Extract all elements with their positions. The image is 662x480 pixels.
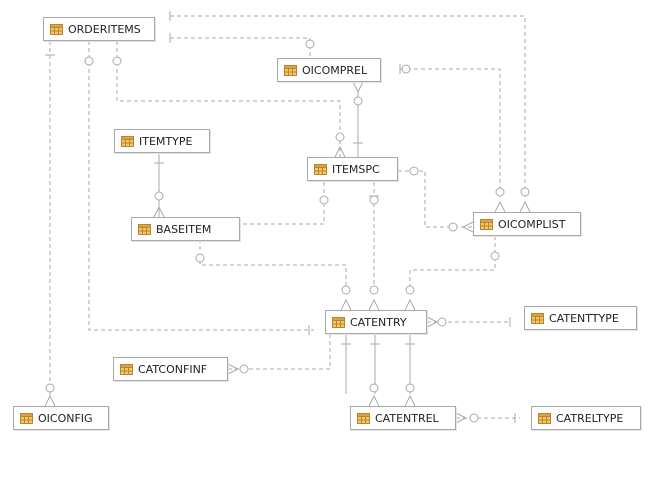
entity-name: OICOMPLIST xyxy=(498,217,566,231)
entity-name: OICONFIG xyxy=(38,411,93,425)
entity-name: CATENTREL xyxy=(375,411,439,425)
database-table-icon xyxy=(531,312,544,324)
entity-itemtype[interactable]: ITEMTYPE xyxy=(114,129,210,153)
entity-name: ITEMTYPE xyxy=(139,134,193,148)
database-table-icon xyxy=(20,412,33,424)
entity-orderitems[interactable]: ORDERITEMS xyxy=(43,17,155,41)
database-table-icon xyxy=(314,163,327,175)
entity-name: CATENTRY xyxy=(350,315,407,329)
database-table-icon xyxy=(120,363,133,375)
entity-name: CATRELTYPE xyxy=(556,411,624,425)
database-table-icon xyxy=(138,223,151,235)
entity-oiconfig[interactable]: OICONFIG xyxy=(13,406,109,430)
database-table-icon xyxy=(538,412,551,424)
cardinality-zero-circles xyxy=(45,39,530,423)
database-table-icon xyxy=(480,218,493,230)
database-table-icon xyxy=(332,316,345,328)
cardinality-many-crowsfeet xyxy=(44,81,531,424)
entity-catentrel[interactable]: CATENTREL xyxy=(350,406,456,430)
entity-baseitem[interactable]: BASEITEM xyxy=(131,217,240,241)
entity-itemspc[interactable]: ITEMSPC xyxy=(307,157,398,181)
entity-name: OICOMPREL xyxy=(302,63,368,77)
entity-catconfinf[interactable]: CATCONFINF xyxy=(113,357,228,381)
cardinality-one-bars xyxy=(45,11,516,423)
entity-name: ORDERITEMS xyxy=(68,22,141,36)
database-table-icon xyxy=(50,23,63,35)
database-table-icon xyxy=(284,64,297,76)
entity-name: BASEITEM xyxy=(156,222,212,236)
database-table-icon xyxy=(121,135,134,147)
entity-name: ITEMSPC xyxy=(332,162,380,176)
entity-catreltype[interactable]: CATRELTYPE xyxy=(531,406,641,430)
entity-catenttype[interactable]: CATENTTYPE xyxy=(524,306,637,330)
entity-oicomprel[interactable]: OICOMPREL xyxy=(277,58,381,82)
entity-name: CATENTTYPE xyxy=(549,311,619,325)
entity-oicomplist[interactable]: OICOMPLIST xyxy=(473,212,581,236)
entity-catentry[interactable]: CATENTRY xyxy=(325,310,427,334)
database-table-icon xyxy=(357,412,370,424)
entity-name: CATCONFINF xyxy=(138,362,208,376)
